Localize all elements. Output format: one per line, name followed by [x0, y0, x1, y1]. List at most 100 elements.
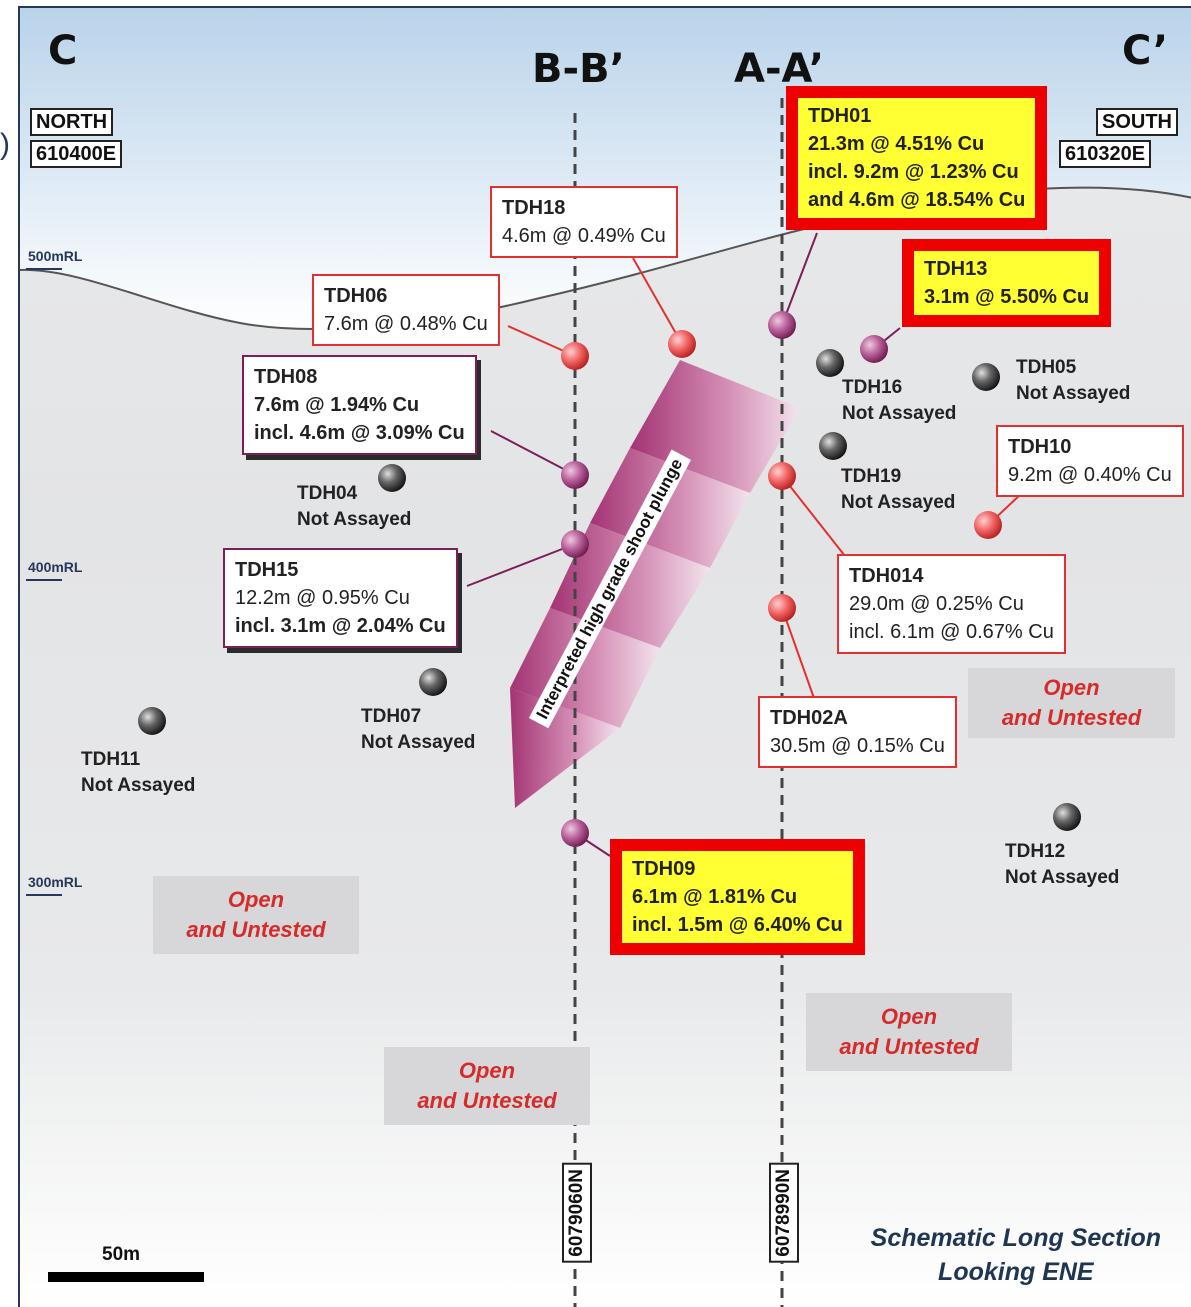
open-untested-south: Open and Untested — [384, 1047, 590, 1125]
sphere-tdh01 — [768, 311, 796, 339]
callout-title: TDH02A — [770, 707, 848, 729]
leader-tdh15 — [466, 543, 576, 587]
south-coordinate: 610320E — [1059, 140, 1152, 168]
callout-tdh18: TDH18 4.6m @ 0.49% Cu — [490, 186, 678, 258]
scale-bar — [48, 1272, 204, 1282]
sphere-tdh08 — [561, 461, 589, 489]
open-line1: Open — [1043, 675, 1100, 700]
sphere-tdh19 — [819, 432, 847, 460]
section-a-label: A-A’ — [734, 46, 825, 92]
north-label: NORTH — [30, 108, 114, 136]
rl-label-400: 400mRL — [28, 559, 83, 575]
callout-title: TDH13 — [924, 258, 988, 280]
callout-line: incl. 1.5m @ 6.40% Cu — [632, 914, 843, 936]
callout-line: 3.1m @ 5.50% Cu — [924, 286, 1090, 308]
section-b-label: B-B’ — [532, 46, 625, 92]
sphere-tdh07 — [419, 668, 447, 696]
scale-label: 50m — [102, 1244, 141, 1265]
hole-label-tdh05: TDH05 Not Assayed — [1016, 355, 1130, 407]
hole-id: TDH19 — [841, 466, 902, 487]
sphere-tdh11 — [138, 707, 166, 735]
hole-label-tdh12: TDH12 Not Assayed — [1005, 839, 1119, 891]
open-untested-southeast: Open and Untested — [806, 993, 1012, 1071]
footer-line1: Schematic Long Section — [870, 1224, 1161, 1252]
callout-line: incl. 6.1m @ 0.67% Cu — [849, 621, 1054, 643]
sphere-tdh05 — [972, 363, 1000, 391]
sphere-tdh09 — [561, 819, 589, 847]
open-untested-west: Open and Untested — [153, 876, 359, 954]
hole-label-tdh16: TDH16 Not Assayed — [842, 375, 956, 427]
open-line1: Open — [880, 1004, 938, 1029]
callout-tdh13: TDH13 3.1m @ 5.50% Cu — [902, 239, 1112, 327]
footer-line2: Looking ENE — [938, 1258, 1094, 1286]
callout-line: 4.6m @ 0.49% Cu — [502, 225, 666, 247]
callout-line: 12.2m @ 0.95% Cu — [235, 587, 410, 609]
callout-tdh014: TDH014 29.0m @ 0.25% Cu incl. 6.1m @ 0.6… — [837, 554, 1066, 654]
callout-line: incl. 3.1m @ 2.04% Cu — [235, 615, 446, 637]
stray-glyph: ) — [0, 128, 10, 161]
open-untested-east: Open and Untested — [968, 668, 1175, 738]
callout-tdh08: TDH08 7.6m @ 1.94% Cu incl. 4.6m @ 3.09%… — [242, 355, 477, 455]
section-frame: C C’ B-B’ A-A’ NORTH 610400E SOUTH 61032… — [18, 6, 1191, 1307]
leader-tdh08 — [490, 430, 576, 476]
rl-tick-400 — [26, 579, 62, 581]
hole-label-tdh04: TDH04 Not Assayed — [297, 481, 411, 533]
hole-id: TDH12 — [1005, 841, 1066, 862]
leader-tdh18 — [632, 257, 683, 345]
hole-id: TDH11 — [81, 749, 141, 770]
callout-title: TDH15 — [235, 559, 299, 581]
rl-label-500: 500mRL — [28, 248, 83, 264]
callout-tdh09: TDH09 6.1m @ 1.81% Cu incl. 1.5m @ 6.40%… — [610, 839, 865, 955]
hole-status: Not Assayed — [361, 732, 476, 753]
sphere-tdh014 — [768, 462, 796, 490]
callout-line: 6.1m @ 1.81% Cu — [632, 886, 798, 908]
sphere-tdh13 — [860, 335, 888, 363]
sphere-tdh06 — [561, 342, 589, 370]
hole-status: Not Assayed — [81, 775, 196, 796]
high-grade-shoot — [510, 360, 800, 808]
sphere-tdh16 — [816, 349, 844, 377]
callout-tdh10: TDH10 9.2m @ 0.40% Cu — [996, 425, 1184, 497]
south-label: SOUTH — [1096, 108, 1178, 136]
callout-title: TDH08 — [254, 366, 318, 388]
callout-title: TDH01 — [808, 105, 872, 127]
corner-left-label: C — [48, 28, 78, 74]
hole-status: Not Assayed — [297, 509, 412, 530]
footer-caption: Schematic Long Section Looking ENE — [871, 1221, 1161, 1289]
open-line1: Open — [458, 1058, 516, 1083]
north-coordinate: 610400E — [30, 140, 123, 168]
open-line2: and Untested — [839, 1034, 979, 1059]
callout-tdh02a: TDH02A 30.5m @ 0.15% Cu — [758, 696, 957, 768]
hole-status: Not Assayed — [841, 492, 956, 513]
callout-line: 29.0m @ 0.25% Cu — [849, 593, 1024, 615]
callout-title: TDH09 — [632, 858, 696, 880]
sphere-tdh12 — [1053, 803, 1081, 831]
callout-line: and 4.6m @ 18.54% Cu — [808, 189, 1026, 211]
rl-label-300: 300mRL — [28, 874, 83, 890]
corner-right-label: C’ — [1122, 28, 1169, 74]
open-line2: and Untested — [417, 1088, 557, 1113]
hole-label-tdh19: TDH19 Not Assayed — [841, 464, 955, 516]
callout-title: TDH18 — [502, 197, 566, 219]
callout-line: 9.2m @ 0.40% Cu — [1008, 464, 1172, 486]
callout-line: 7.6m @ 0.48% Cu — [324, 313, 488, 335]
hole-id: TDH07 — [361, 706, 422, 727]
sphere-tdh04 — [378, 464, 406, 492]
open-line1: Open — [227, 887, 285, 912]
sphere-tdh18 — [668, 330, 696, 358]
open-line2: and Untested — [1001, 705, 1142, 730]
callout-tdh15: TDH15 12.2m @ 0.95% Cu incl. 3.1m @ 2.04… — [223, 548, 458, 648]
hole-id: TDH16 — [842, 377, 903, 398]
callout-line: 21.3m @ 4.51% Cu — [808, 133, 985, 155]
callout-title: TDH10 — [1008, 436, 1072, 458]
callout-tdh01: TDH01 21.3m @ 4.51% Cu incl. 9.2m @ 1.23… — [786, 86, 1048, 230]
rl-tick-500 — [26, 268, 62, 270]
callout-line: 30.5m @ 0.15% Cu — [770, 735, 945, 757]
callout-title: TDH014 — [849, 565, 924, 587]
open-line2: and Untested — [186, 917, 326, 942]
hole-id: TDH05 — [1016, 357, 1077, 378]
sphere-tdh15 — [561, 530, 589, 558]
sphere-tdh10 — [974, 511, 1002, 539]
callout-tdh06: TDH06 7.6m @ 0.48% Cu — [312, 274, 500, 346]
sphere-tdh02a — [768, 594, 796, 622]
